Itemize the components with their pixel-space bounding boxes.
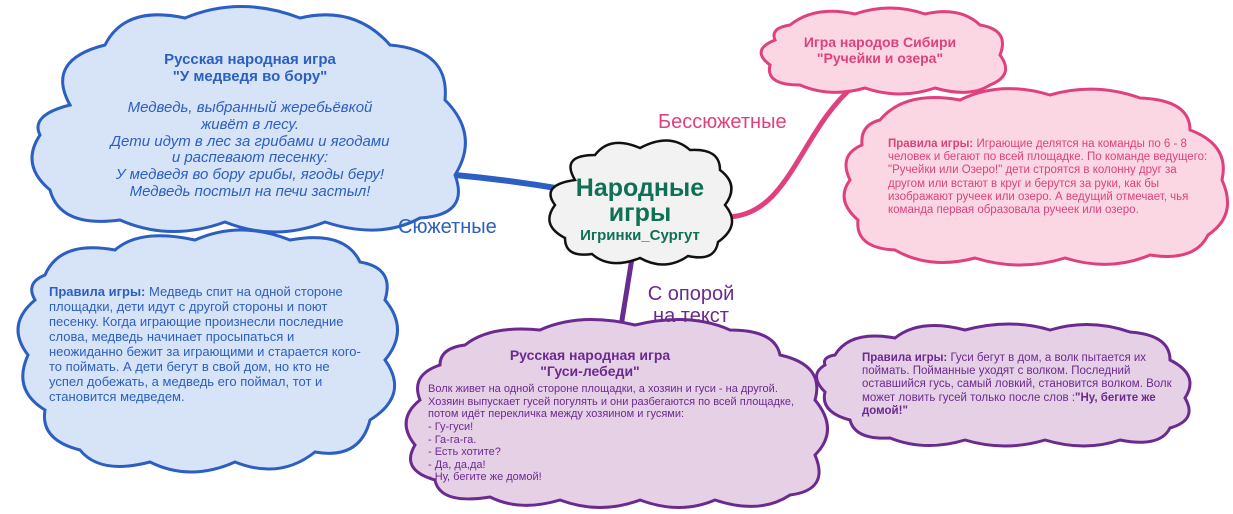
branch-label-plot: Сюжетные [398, 216, 497, 238]
siberia-title-block: Игра народов Сибири "Ручейки и озера" [770, 34, 990, 67]
geese-dialogue-line: - Да, да,да! [428, 458, 486, 471]
bear-title-line1: Русская народная игра [164, 51, 336, 68]
geese-title-block: Русская народная игра "Гуси-лебеди" [470, 347, 710, 380]
bear-desc-line: и распевают песенку: [171, 149, 329, 167]
center-title: Народные игры [575, 174, 705, 227]
geese-dialogue-line: - Есть хотите? [428, 446, 501, 459]
connector-left [452, 172, 571, 193]
branch-label-text-based-line1: С опорой [647, 283, 735, 305]
branch-label-text-based: С опорой на текст [628, 283, 754, 328]
branch-label-text-based-line2: на текст [653, 305, 729, 328]
geese-dialogue-line: - Гу-гуси! [428, 420, 474, 433]
bear-rules: Правила игры: Медведь спит на одной стор… [49, 284, 367, 405]
bear-rules-text: Медведь спит на одной стороне площадки, … [49, 284, 361, 404]
bear-rules-label: Правила игры: [49, 284, 146, 299]
geese-rules-text: Гуси бегут в дом, а волк пытается их пой… [862, 352, 1172, 404]
cloud-bear-rules [16, 228, 399, 474]
geese-title-line1: Русская народная игра [509, 347, 671, 363]
branch-label-plotless: Бессюжетные [658, 111, 787, 133]
cloud-geese [404, 318, 829, 509]
bear-desc-line: Дети идут в лес за грибами и ягодами [110, 132, 390, 150]
siberia-rules-text: Играющие делятся на команды по 6 - 8 чел… [888, 138, 1208, 217]
cloud-geese-rules [815, 322, 1192, 448]
siberia-rules-label: Правила игры: [888, 138, 974, 150]
siberia-title-line2: "Ручейки и озера" [816, 49, 944, 66]
geese-intro: Волк живет на одной стороне площадки, а … [428, 383, 795, 421]
bear-description: Медведь, выбранный жеребьёвкой живёт в л… [70, 99, 430, 201]
cloud-siberia-title [759, 6, 1008, 96]
bear-title-line2: "У медведя во бору" [172, 67, 328, 85]
bear-desc-line: живёт в лесу. [200, 115, 300, 133]
bear-title-block: Русская народная игра "У медведя во бору… [90, 51, 410, 86]
geese-dialogue-line: - Ну, бегите же домой! [428, 471, 542, 484]
cloud-center [548, 139, 734, 266]
geese-rules-quote: "Ну, бегите же домой!" [862, 391, 1156, 417]
geese-rules: Правила игры: Гуси бегут в дом, а волк п… [862, 352, 1172, 418]
siberia-rules: Правила игры: Играющие делятся на команд… [888, 138, 1208, 217]
bear-desc-line: У медведя во бору грибы, ягоды беру! [115, 166, 385, 184]
bear-desc-line: Медведь постыл на печи застыл! [129, 182, 371, 200]
center-subtitle: Игринки_Сургут [580, 227, 700, 244]
cloud-siberia-rules [842, 87, 1230, 267]
geese-rules-label: Правила игры: [862, 352, 948, 364]
bear-desc-line: Медведь, выбранный жеребьёвкой [127, 99, 373, 116]
connector-right [725, 82, 858, 220]
geese-title-line2: "Гуси-лебеди" [540, 362, 640, 379]
geese-dialogue-line: - Га-га-га. [428, 433, 477, 446]
center-node: Народные игры Игринки_Сургут [560, 176, 720, 245]
geese-story: Волк живет на одной стороне площадки, а … [428, 383, 816, 484]
siberia-title-line1: Игра народов Сибири [803, 34, 957, 50]
cloud-bear-title [30, 5, 467, 234]
